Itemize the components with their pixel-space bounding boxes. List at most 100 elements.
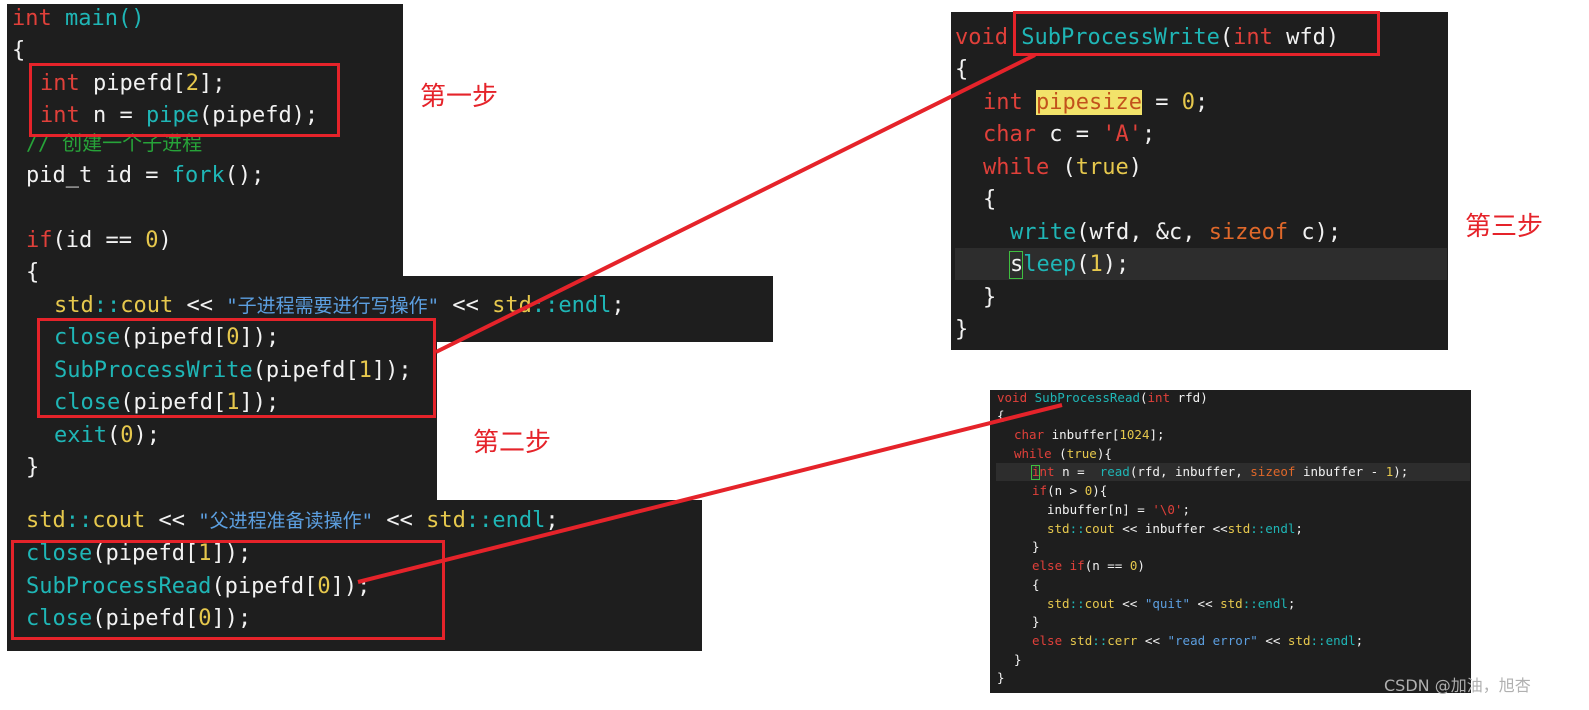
fn-fork: fork bbox=[171, 163, 225, 188]
keyword-while: while bbox=[983, 155, 1050, 180]
keyword-else: else bbox=[1032, 633, 1063, 648]
code-text: c); bbox=[1288, 220, 1342, 245]
code-text: ]; bbox=[198, 71, 226, 96]
id-cout: cout bbox=[92, 508, 146, 533]
ns-std: std bbox=[1287, 633, 1311, 648]
fn-close: close bbox=[54, 390, 121, 415]
brace: } bbox=[1032, 539, 1040, 554]
string-literal: "read error" bbox=[1167, 633, 1258, 648]
code-line: if(id == 0) bbox=[26, 225, 172, 258]
code-text: ]); bbox=[239, 325, 280, 350]
step1-highlight-box bbox=[29, 63, 340, 137]
keyword-char: char bbox=[1014, 427, 1045, 442]
id-cerr: cerr bbox=[1107, 633, 1138, 648]
ns-std: std bbox=[1227, 521, 1251, 536]
code-text: inbuffer[n] = bbox=[1047, 502, 1153, 517]
string-literal: "父进程准备读操作" bbox=[198, 510, 374, 532]
code-line: } bbox=[1014, 651, 1022, 670]
code-text: pipefd[ bbox=[79, 71, 186, 96]
step2-label: 第二步 bbox=[473, 428, 552, 458]
current-line-highlight bbox=[996, 463, 1470, 481]
fn-exit: exit bbox=[54, 423, 107, 448]
fn-read: read bbox=[1099, 464, 1130, 479]
write-signature-highlight-box bbox=[1013, 11, 1380, 56]
keyword-while: while bbox=[1014, 446, 1052, 461]
number: 2 bbox=[185, 71, 199, 96]
main-code-panel-mid bbox=[7, 276, 773, 342]
scope-op: :: bbox=[1242, 596, 1258, 611]
write-code: void SubProcessWrite(int wfd) { int pipe… bbox=[0, 0, 1341, 342]
code-line: void SubProcessRead(int rfd) bbox=[997, 389, 1208, 408]
step1-label: 第一步 bbox=[420, 82, 499, 112]
cursor-char: s bbox=[1010, 252, 1024, 277]
keyword-if: if bbox=[1069, 558, 1085, 573]
code-text: << bbox=[1137, 633, 1168, 648]
code-line: exit(0); bbox=[54, 420, 160, 453]
number: 0 bbox=[198, 606, 212, 631]
code-text: ){ bbox=[1092, 483, 1108, 498]
brace: { bbox=[12, 38, 26, 63]
code-text: wfd) bbox=[1272, 25, 1340, 50]
ns-std: std bbox=[54, 293, 94, 318]
step3-label: 第三步 bbox=[1465, 212, 1544, 242]
code-text: ( bbox=[1140, 390, 1148, 405]
code-text: ) bbox=[158, 228, 172, 253]
code-text: << inbuffer << bbox=[1114, 521, 1228, 536]
fn-close: close bbox=[54, 325, 121, 350]
code-text: ) bbox=[1137, 558, 1145, 573]
code-line: else if(n == 0) bbox=[1032, 557, 1145, 576]
code-text: (pipefd[ bbox=[120, 390, 227, 415]
keyword-int: int bbox=[1032, 464, 1055, 479]
code-line: SubProcessRead(pipefd[0]); bbox=[26, 571, 370, 604]
code-line: int n = read(rfd, inbuffer, sizeof inbuf… bbox=[1032, 463, 1408, 482]
keyword-if: if bbox=[1032, 483, 1048, 498]
code-text: (pipefd[ bbox=[211, 574, 318, 599]
current-line-highlight bbox=[955, 248, 1447, 280]
code-text: ); bbox=[1393, 464, 1409, 479]
code-text: ]); bbox=[330, 574, 371, 599]
code-line: } bbox=[997, 669, 1005, 688]
code-text: (rfd, inbuffer, bbox=[1129, 464, 1251, 479]
number: 0 bbox=[1084, 483, 1093, 498]
string-literal: "子进程需要进行写操作" bbox=[226, 295, 440, 317]
number: 0 bbox=[120, 423, 134, 448]
code-line: if(n > 0){ bbox=[1032, 482, 1107, 501]
keyword-void: void bbox=[955, 25, 1008, 50]
ns-std: std bbox=[26, 508, 66, 533]
code-line: inbuffer[n] = '\0'; bbox=[1047, 501, 1190, 520]
code-text: ( bbox=[1219, 25, 1234, 50]
code-line: void SubProcessWrite(int wfd) bbox=[955, 22, 1339, 55]
highlighted-identifier: pipesize bbox=[1036, 90, 1142, 115]
code-text: pid_t id = bbox=[26, 163, 172, 188]
brace: } bbox=[997, 670, 1005, 685]
code-text: ; bbox=[1287, 596, 1296, 611]
code-text: (pipefd[ bbox=[120, 325, 227, 350]
keyword-if: if bbox=[26, 228, 53, 253]
code-text: ]); bbox=[371, 358, 412, 383]
fn-main: main() bbox=[51, 6, 145, 31]
code-text: (id == bbox=[52, 228, 146, 253]
code-line: int n = pipe(pipefd); bbox=[40, 100, 318, 133]
code-text: << bbox=[1114, 596, 1145, 611]
id-cout: cout bbox=[120, 293, 174, 318]
code-line: SubProcessWrite(pipefd[1]); bbox=[54, 355, 412, 388]
scope-op: :: bbox=[1092, 633, 1108, 648]
code-text: ; bbox=[1182, 502, 1190, 517]
code-text: ; bbox=[1194, 90, 1209, 115]
code-line: } bbox=[26, 452, 39, 485]
number: 1 bbox=[358, 358, 372, 383]
code-text: (n == bbox=[1084, 558, 1130, 573]
keyword-int: int bbox=[40, 71, 80, 96]
code-text: ); bbox=[133, 423, 160, 448]
brace: { bbox=[983, 187, 997, 212]
code-line: } bbox=[1032, 538, 1040, 557]
code-line: else std::cerr << "read error" << std::e… bbox=[1032, 632, 1363, 651]
code-text: ; bbox=[545, 508, 559, 533]
fn-subprocesswrite: SubProcessWrite bbox=[1021, 25, 1220, 50]
id-endl: endl bbox=[1325, 633, 1356, 648]
id-endl: endl bbox=[492, 508, 546, 533]
main-code-panel-left bbox=[7, 340, 437, 502]
brace: } bbox=[1032, 614, 1040, 629]
code-line: } bbox=[1032, 613, 1040, 632]
code-text: << bbox=[173, 293, 227, 318]
